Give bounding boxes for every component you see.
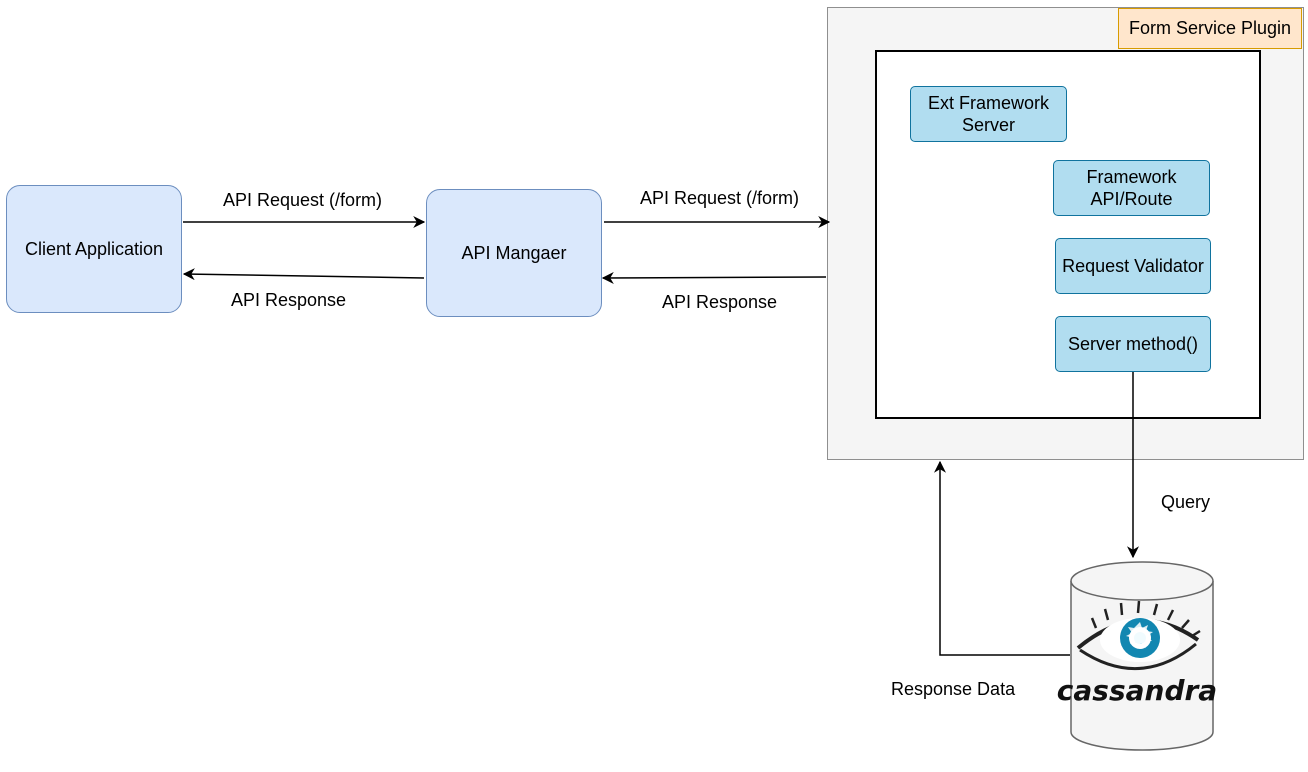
api-manager-node: API Mangaer [426, 189, 602, 317]
label-query: Query [1161, 492, 1211, 512]
request-validator-node: Request Validator [1055, 238, 1211, 294]
label-manager-response: API Response [662, 292, 778, 312]
label-response-data: Response Data [891, 679, 1016, 699]
framework-api-route-node: Framework API/Route [1053, 160, 1210, 216]
cassandra-database [1070, 561, 1214, 751]
plugin-title: Form Service Plugin [1118, 8, 1302, 49]
cassandra-eye-icon [1076, 600, 1201, 670]
server-method-node: Server method() [1055, 316, 1211, 372]
label-manager-request: API Request (/form) [640, 188, 800, 208]
edge-response-data [934, 460, 1070, 656]
edge-manager-to-client [182, 268, 425, 281]
client-application-node: Client Application [6, 185, 182, 313]
cassandra-logo-text: cassandra [1057, 674, 1217, 707]
edge-plugin-to-manager [601, 271, 827, 284]
label-client-response: API Response [231, 290, 347, 310]
label-client-request: API Request (/form) [223, 190, 383, 210]
ext-framework-server-node: Ext Framework Server [910, 86, 1067, 142]
